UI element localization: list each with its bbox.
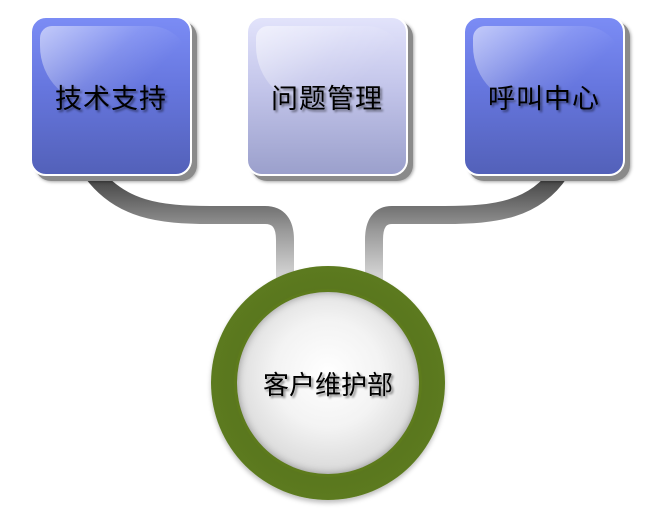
node-label: 问题管理: [271, 83, 383, 115]
gloss-highlight: [473, 26, 623, 106]
node-label: 技术支持: [55, 83, 167, 115]
connector-right: [365, 166, 568, 290]
node-call-center: 呼叫中心: [463, 16, 625, 176]
hub-center: 客户维护部: [237, 292, 419, 474]
gloss-highlight: [40, 26, 190, 106]
gloss-highlight: [256, 26, 406, 106]
node-tech-support: 技术支持: [30, 16, 192, 176]
hub-customer-maintenance: 客户维护部: [211, 266, 445, 500]
connector-left: [84, 166, 294, 290]
node-label: 呼叫中心: [488, 83, 600, 115]
hub-label: 客户维护部: [262, 370, 393, 401]
node-issue-management: 问题管理: [246, 16, 408, 176]
